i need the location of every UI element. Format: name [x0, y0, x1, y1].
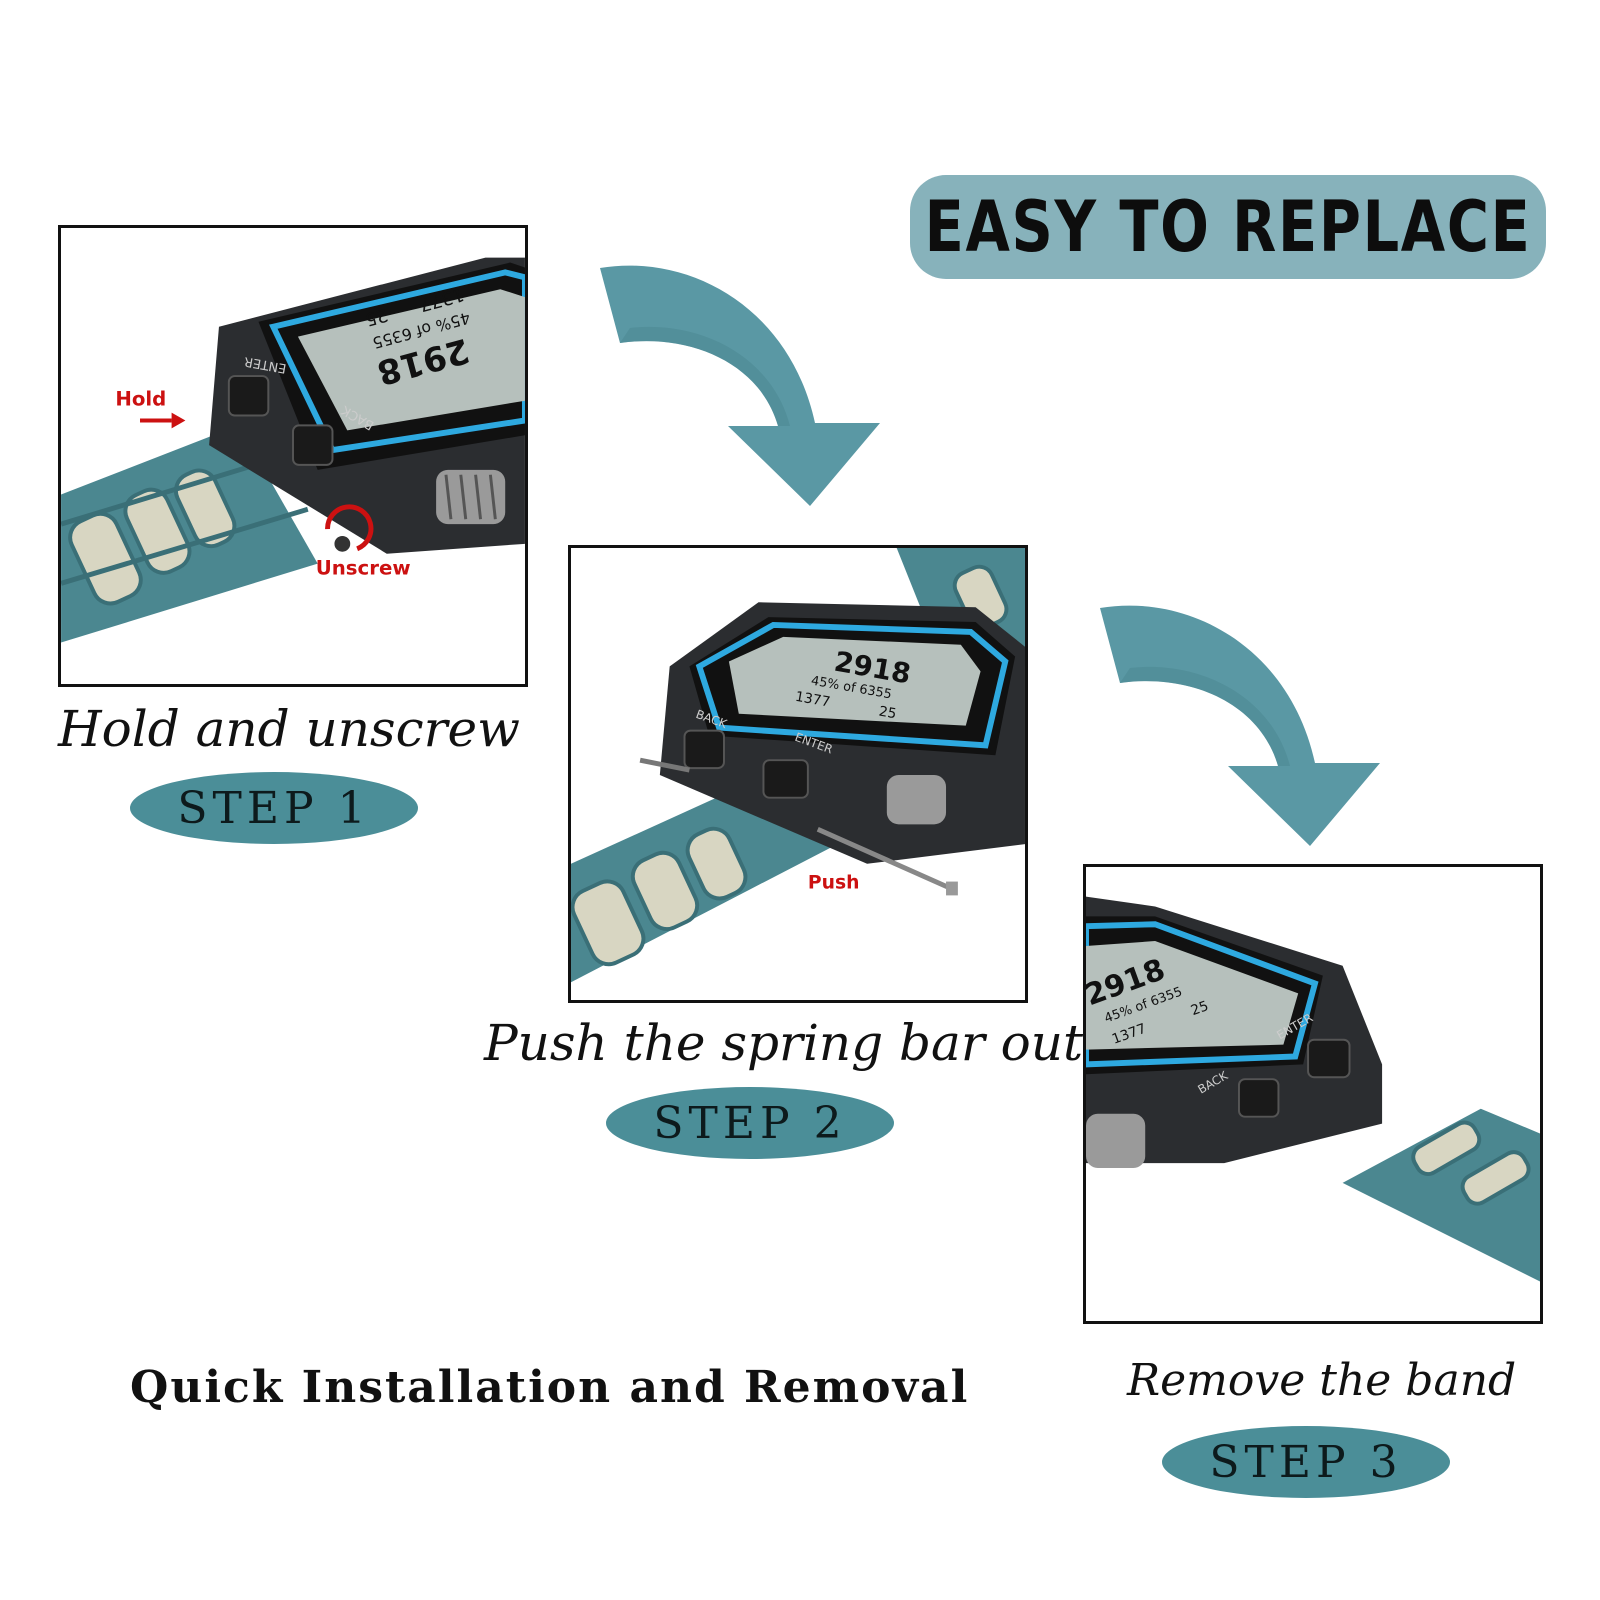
watch-grip — [1086, 1113, 1146, 1169]
red-arrow-icon — [140, 412, 186, 429]
step2-badge: STEP 2 — [606, 1087, 894, 1159]
enter-button-icon — [1307, 1038, 1351, 1079]
enter-label: ENTER — [243, 353, 288, 375]
red-rotate-icon — [325, 504, 374, 552]
banner-title: EASY TO REPLACE — [924, 186, 1532, 268]
back-button-icon — [1237, 1078, 1280, 1118]
step1-image: 2918 45% of 6355 1377 25 ENTER BACK Hold — [58, 225, 528, 687]
step3-badge: STEP 3 — [1162, 1426, 1450, 1498]
push-label: Push — [808, 872, 860, 893]
title-banner: EASY TO REPLACE — [910, 175, 1546, 279]
step1-badge: STEP 1 — [130, 772, 418, 844]
enter-button-icon — [227, 375, 270, 417]
step3-caption: Remove the band — [1127, 1355, 1517, 1406]
watch-body: 2918 45% of 6355 1377 25 BACK ENTER — [1086, 896, 1383, 1169]
footer-text: Quick Installation and Removal — [130, 1362, 970, 1413]
unscrew-label: Unscrew — [316, 556, 411, 579]
watch-body: 2918 45% of 6355 1377 25 ENTER BACK — [209, 257, 525, 554]
watch-right-value: 25 — [878, 704, 898, 723]
step2-caption: Push the spring bar out — [484, 1014, 1084, 1072]
watch-body: 2918 45% of 6355 1377 25 BACK ENTER — [659, 602, 1025, 864]
watch-band — [1342, 1108, 1540, 1282]
back-button-icon — [292, 424, 334, 466]
watch-grip — [436, 469, 506, 525]
spring-bar — [639, 757, 958, 896]
watch-right-value: 25 — [1189, 998, 1211, 1019]
watch-band — [61, 425, 318, 643]
hold-label: Hold — [115, 388, 166, 411]
curved-arrow-icon — [600, 258, 900, 508]
watch-grip — [886, 774, 947, 825]
step3-image: 2918 45% of 6355 1377 25 BACK ENTER — [1083, 864, 1543, 1324]
step1-caption: Hold and unscrew — [58, 700, 520, 758]
step2-image: 2918 45% of 6355 1377 25 BACK ENTER Push — [568, 545, 1028, 1003]
watch-left-value: 1377 — [794, 689, 831, 711]
curved-arrow-icon — [1100, 598, 1400, 848]
back-button-icon — [683, 729, 725, 770]
enter-button-icon — [762, 759, 809, 799]
